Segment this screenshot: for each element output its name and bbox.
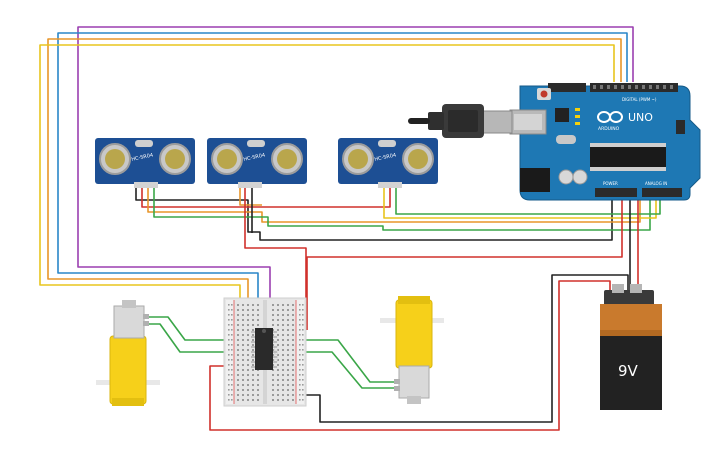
usb-cable-wire	[408, 118, 430, 124]
sensor-2-label: HC-SR04	[243, 152, 266, 162]
breadboard-holes	[228, 304, 304, 401]
sensor-1-transmitter-mesh	[105, 149, 125, 169]
left-motor-gearbox-base	[112, 398, 144, 406]
sensor-2-transmitter-mesh	[217, 149, 237, 169]
wire-purple-trig[interactable]	[77, 26, 634, 330]
battery-terminal-pos[interactable]	[630, 284, 642, 293]
capacitor-left	[558, 169, 574, 185]
chip-label: L293D	[272, 346, 278, 362]
motor-driver-chip[interactable]: L293D	[251, 328, 278, 370]
sensor-1-receiver-mesh	[165, 149, 185, 169]
arduino-analog-label: ANALOG IN	[645, 181, 667, 186]
arduino-brand-label: ARDUINO	[598, 126, 620, 132]
led-tx	[575, 115, 580, 118]
wire-motor-left-b[interactable]	[149, 323, 236, 353]
arduino-power-label: POWER	[603, 181, 618, 186]
digital-header-pins	[593, 85, 673, 89]
arduino-uno-board[interactable]: UNO ARDUINO DIGITAL (PWM ~) POWER ANALOG…	[509, 83, 701, 201]
crystal-oscillator	[556, 135, 576, 144]
battery-body-top	[600, 304, 662, 334]
power-header[interactable]	[595, 188, 637, 197]
battery-body	[600, 334, 662, 410]
battery-terminal-neg[interactable]	[612, 284, 624, 293]
wire-battery-black-main[interactable]	[295, 274, 629, 423]
battery-snap	[604, 290, 654, 306]
usb-port-inner	[514, 114, 542, 130]
usb-connector-metal	[481, 110, 513, 134]
analog-header[interactable]	[642, 188, 682, 197]
left-motor-endcap	[122, 300, 136, 308]
sensor-3-label: HC-SR04	[374, 152, 397, 162]
icsp-header	[676, 120, 685, 134]
chip-socket-bottom	[590, 167, 666, 171]
battery-label: 9V	[618, 362, 639, 380]
usb-connector-grip	[448, 110, 478, 132]
sensor-2-pins[interactable]	[238, 182, 262, 188]
dc-motor-left[interactable]	[96, 300, 160, 406]
sensor-1-label: HC-SR04	[131, 152, 154, 162]
chip-notch	[262, 329, 266, 333]
left-motor-terminal-a[interactable]	[143, 314, 149, 319]
sensor-3-transmitter-mesh	[348, 149, 368, 169]
capacitor-right	[572, 169, 588, 185]
ultrasonic-sensor-3[interactable]: HC-SR04	[338, 138, 438, 188]
breadboard-left-rail	[226, 300, 234, 404]
right-motor-gearbox	[395, 299, 433, 369]
wire-sensor-green-bus[interactable]	[153, 188, 651, 231]
ultrasonic-sensor-1[interactable]: HC-SR04	[95, 138, 195, 188]
usb-chip	[555, 108, 569, 122]
breadboard[interactable]	[223, 297, 307, 407]
wire-sensor2-red[interactable]	[244, 188, 307, 330]
chip-socket-top	[590, 143, 666, 147]
led-rx	[575, 122, 580, 125]
led-l	[575, 108, 580, 111]
wire-motor-right-a[interactable]	[290, 339, 397, 383]
wire-sensor3-green[interactable]	[395, 188, 661, 215]
right-motor-gearbox-top	[398, 296, 430, 304]
wire-5v-red[interactable]	[306, 190, 623, 330]
sensor-3-pins[interactable]	[378, 182, 402, 188]
right-motor-can	[398, 365, 430, 399]
dc-motor-right[interactable]	[380, 296, 444, 404]
sensor-3-crystal	[378, 140, 396, 147]
sensor-1-pins[interactable]	[134, 182, 158, 188]
top-left-header	[548, 83, 586, 92]
chip-pins	[251, 331, 277, 368]
battery-9v[interactable]: 9V	[600, 284, 662, 410]
wire-blue-echo[interactable]	[57, 32, 628, 330]
battery-label-band	[600, 330, 662, 336]
sensor-2-receiver-mesh	[277, 149, 297, 169]
left-motor-terminal-b[interactable]	[143, 321, 149, 326]
wire-orange[interactable]	[47, 38, 622, 330]
wires	[39, 26, 661, 431]
sensor-2-crystal	[247, 140, 265, 147]
sensor-1-crystal	[135, 140, 153, 147]
digital-header[interactable]	[590, 83, 678, 92]
wire-motor-left-a[interactable]	[149, 316, 236, 341]
wire-sensor2-orange[interactable]	[239, 188, 262, 206]
right-motor-endcap	[407, 396, 421, 404]
arduino-digital-label: DIGITAL (PWM ~)	[622, 97, 657, 102]
sensor-3-receiver-mesh	[408, 149, 428, 169]
wire-yellow[interactable]	[39, 44, 615, 330]
left-motor-can	[113, 305, 145, 339]
ultrasonic-sensor-2[interactable]: HC-SR04	[207, 138, 307, 188]
atmega-chip	[590, 147, 666, 167]
usb-strain-relief	[428, 112, 444, 130]
usb-cable[interactable]	[408, 104, 513, 138]
right-motor-terminal-b[interactable]	[394, 386, 400, 391]
right-motor-terminal-a[interactable]	[394, 379, 400, 384]
wire-battery-red-main[interactable]	[209, 280, 611, 431]
reset-button-cap	[540, 90, 548, 98]
arduino-infinity-logo	[597, 111, 623, 123]
power-jack[interactable]	[520, 168, 550, 192]
breadboard-right-rail	[296, 300, 304, 404]
left-motor-gearbox	[109, 335, 147, 405]
wire-motor-right-b[interactable]	[290, 351, 397, 389]
arduino-model-label: UNO	[628, 111, 653, 124]
wire-sensor-red-bus[interactable]	[141, 188, 391, 208]
wire-sensor3-yellow[interactable]	[383, 188, 657, 219]
